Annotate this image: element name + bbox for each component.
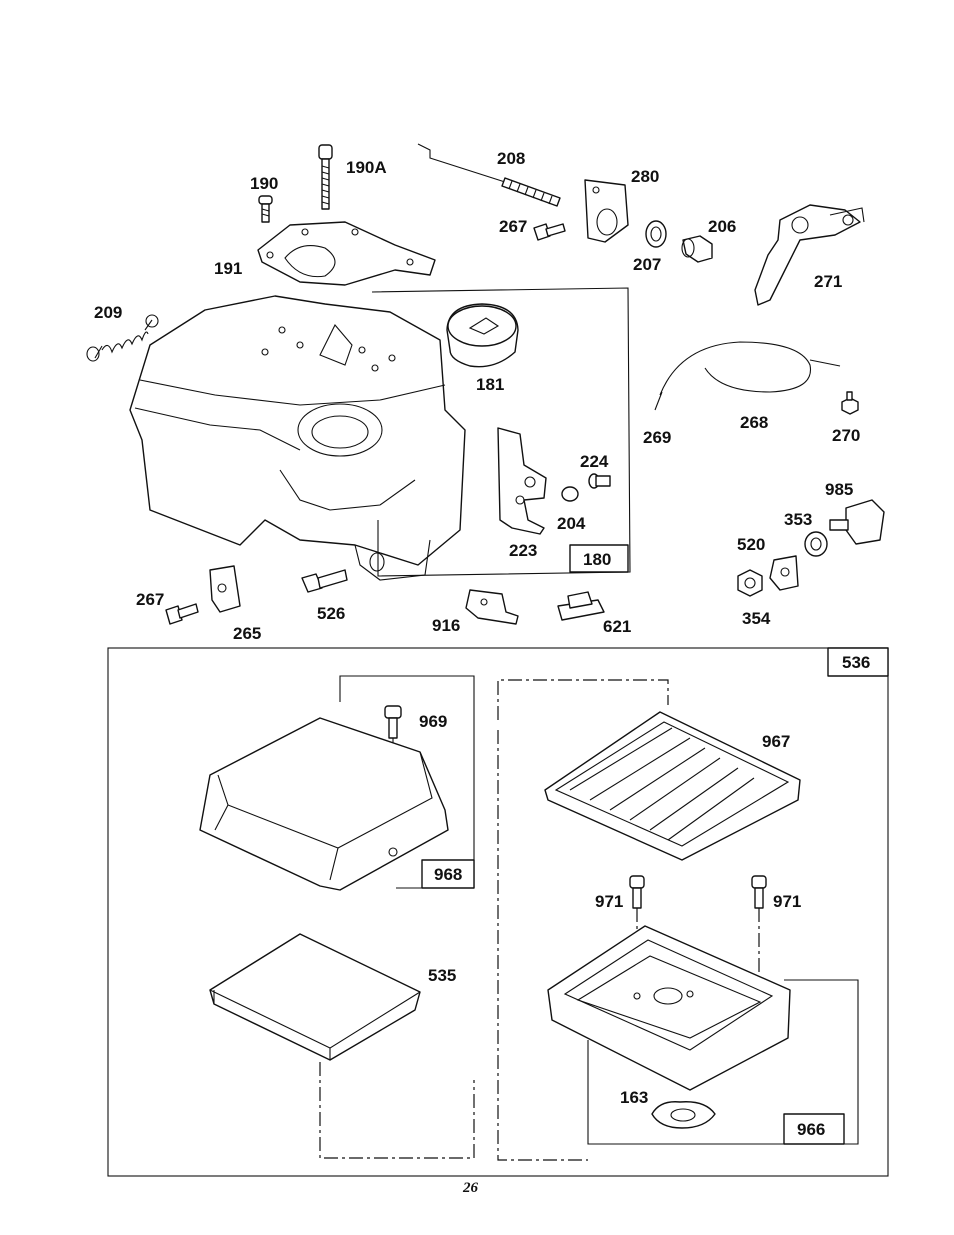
- nut-354-icon: [738, 570, 762, 596]
- washer-207-icon: [646, 221, 666, 247]
- label-916: 916: [432, 616, 460, 635]
- screw-267b-icon: [166, 604, 198, 624]
- label-967: 967: [762, 732, 790, 751]
- label-206: 206: [708, 217, 736, 236]
- label-163: 163: [620, 1088, 648, 1107]
- label-270: 270: [832, 426, 860, 445]
- label-969: 969: [419, 712, 447, 731]
- label-190A: 190A: [346, 158, 387, 177]
- label-966: 966: [797, 1120, 825, 1139]
- screw-190-icon: [259, 196, 272, 222]
- leader-967: [498, 680, 668, 720]
- lever-271-icon: [755, 205, 864, 305]
- label-267a: 267: [499, 217, 527, 236]
- screw-267a-icon: [534, 224, 565, 240]
- label-181: 181: [476, 375, 504, 394]
- bracket-223-icon: [498, 428, 546, 534]
- cable-268-icon: [655, 342, 840, 410]
- gasket-191-icon: [258, 222, 435, 285]
- label-191: 191: [214, 259, 242, 278]
- air-cleaner-base-icon: [548, 926, 790, 1090]
- label-208: 208: [497, 149, 525, 168]
- label-354: 354: [742, 609, 771, 628]
- label-223: 223: [509, 541, 537, 560]
- label-190: 190: [250, 174, 278, 193]
- label-267b: 267: [136, 590, 164, 609]
- label-180: 180: [583, 550, 611, 569]
- gasket-163-icon: [652, 1102, 715, 1128]
- label-209: 209: [94, 303, 122, 322]
- rod-208-icon: [418, 144, 560, 206]
- air-cleaner-cover-icon: [200, 718, 448, 890]
- switch-985-icon: [830, 500, 884, 544]
- label-207: 207: [633, 255, 661, 274]
- washer-353-icon: [805, 532, 827, 556]
- label-280: 280: [631, 167, 659, 186]
- label-968: 968: [434, 865, 462, 884]
- fuel-tank-icon: [130, 296, 465, 580]
- label-271: 271: [814, 272, 842, 291]
- label-353: 353: [784, 510, 812, 529]
- label-526: 526: [317, 604, 345, 623]
- pre-cleaner-535-icon: [210, 934, 420, 1060]
- label-971b: 971: [773, 892, 801, 911]
- bracket-916-icon: [466, 590, 518, 624]
- label-535: 535: [428, 966, 456, 985]
- label-224: 224: [580, 452, 609, 471]
- label-268: 268: [740, 413, 768, 432]
- leader-535: [320, 1062, 474, 1158]
- label-621: 621: [603, 617, 631, 636]
- clip-270-icon: [842, 392, 858, 414]
- label-985: 985: [825, 480, 853, 499]
- terminal-520-icon: [770, 556, 798, 590]
- label-520: 520: [737, 535, 765, 554]
- fuel-cap-181-icon: [447, 304, 518, 367]
- page-number: 26: [462, 1180, 479, 1196]
- pin-224-icon: [589, 474, 610, 488]
- label-971a: 971: [595, 892, 623, 911]
- bracket-280-icon: [585, 180, 628, 242]
- label-536: 536: [842, 653, 870, 672]
- label-204: 204: [557, 514, 586, 533]
- screw-526-icon: [302, 570, 347, 592]
- screw-190a-icon: [319, 145, 332, 209]
- switch-621-icon: [558, 592, 604, 620]
- bushing-206-icon: [682, 236, 712, 262]
- label-269: 269: [643, 428, 671, 447]
- clip-265-icon: [210, 566, 240, 612]
- label-265: 265: [233, 624, 261, 643]
- washer-204-icon: [562, 487, 578, 501]
